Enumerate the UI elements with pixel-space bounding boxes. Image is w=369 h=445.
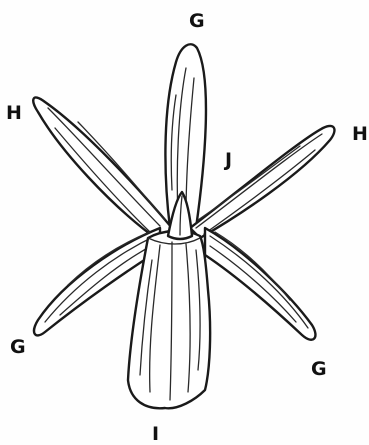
- label-lower-right-sepal: G: [311, 360, 327, 379]
- label-dorsal-sepal: G: [189, 12, 205, 31]
- label-lower-left-sepal: G: [10, 338, 26, 357]
- label-lip: I: [152, 425, 159, 444]
- right-petal: [190, 126, 334, 238]
- label-right-petal: H: [352, 125, 368, 144]
- label-column: J: [225, 151, 232, 170]
- label-left-petal: H: [6, 104, 22, 123]
- left-petal: [33, 97, 172, 240]
- lower-right-sepal: [205, 228, 315, 340]
